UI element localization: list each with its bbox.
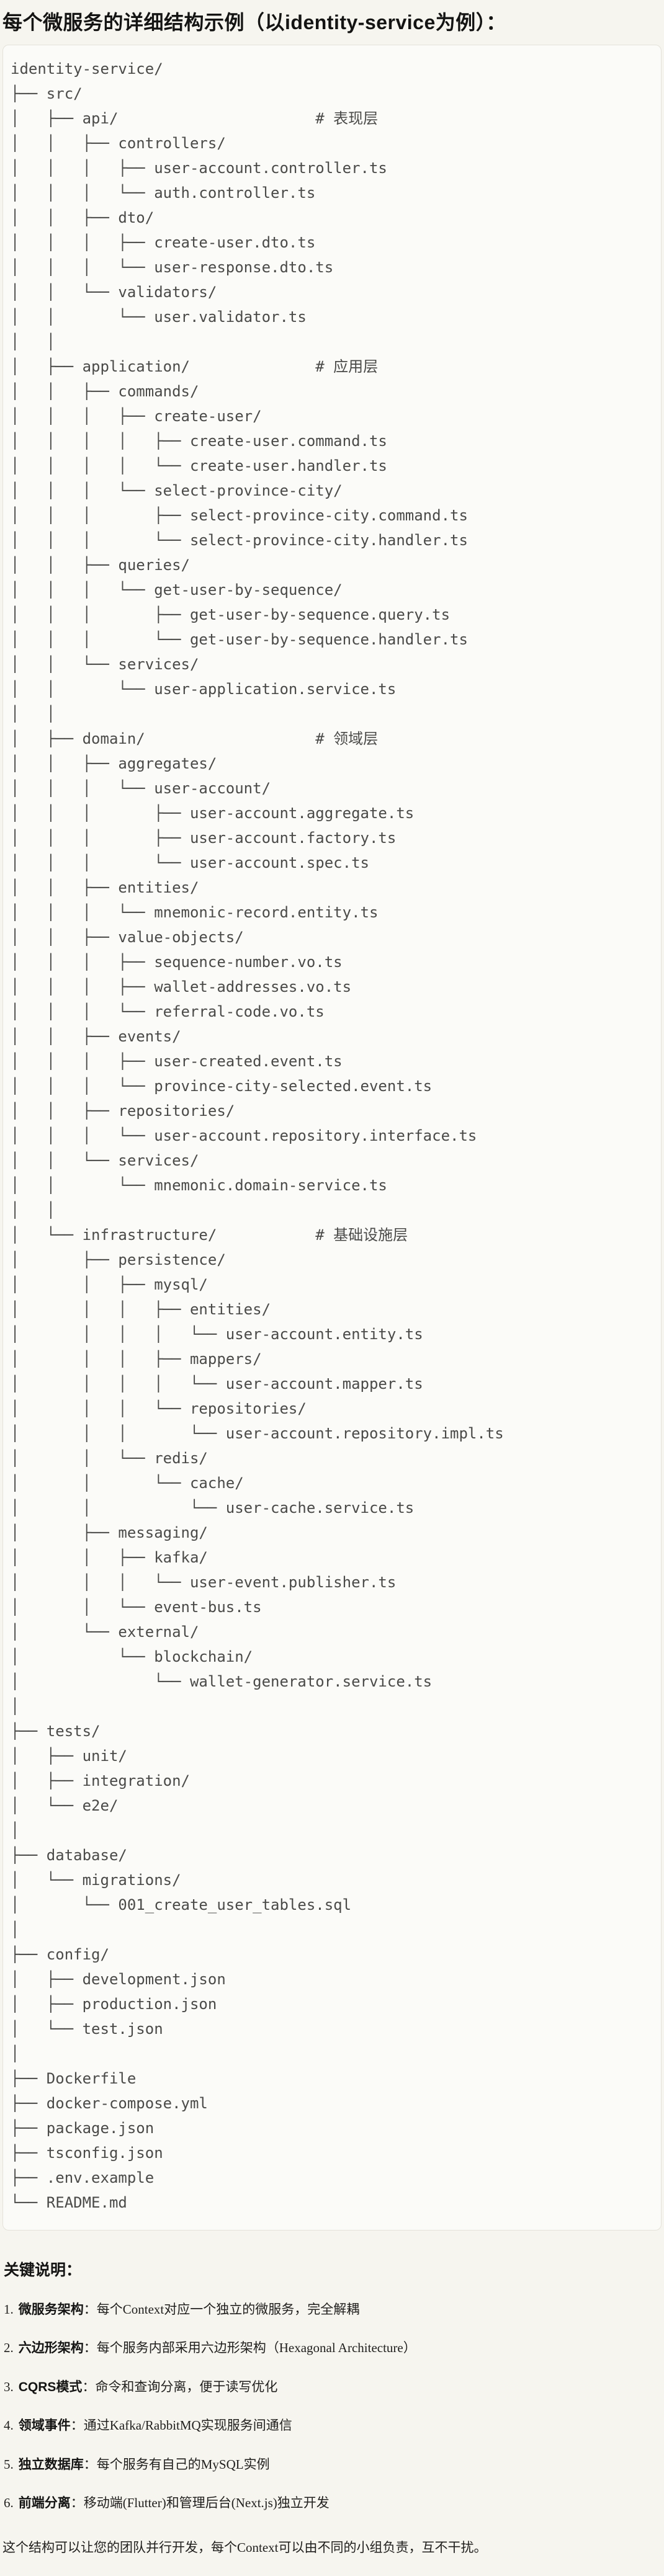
note-item: 6. 前端分离：移动端(Flutter)和管理后台(Next.js)独立开发 — [4, 2494, 662, 2513]
note-item-text: 通过Kafka/RabbitMQ实现服务间通信 — [83, 2418, 292, 2433]
note-item-separator: ： — [82, 2379, 96, 2394]
note-item-text: 每个服务内部采用六边形架构（Hexagonal Architecture） — [96, 2340, 416, 2356]
footer-note: 这个结构可以让您的团队并行开发，每个Context可以由不同的小组负责，互不干扰… — [2, 2539, 487, 2555]
note-item-label: CQRS模式 — [18, 2379, 83, 2394]
note-item-separator: ： — [83, 2302, 97, 2317]
page-title: 每个微服务的详细结构示例（以identity-service为例）： — [2, 11, 506, 33]
note-item: 5. 独立数据库：每个服务有自己的MySQL实例 — [4, 2455, 662, 2474]
note-item: 1. 微服务架构：每个Context对应一个独立的微服务，完全解耦 — [4, 2300, 662, 2319]
notes-heading: 关键说明： — [4, 2262, 82, 2279]
note-item-separator: ： — [83, 2456, 97, 2472]
notes-list: 1.微服务架构：每个Context对应一个独立的微服务，完全解耦 2.六边形架构… — [2, 2300, 662, 2513]
note-item-number: 5. — [4, 2456, 14, 2472]
note-item: 3. CQRS模式：命令和查询分离，便于读写优化 — [4, 2378, 662, 2397]
note-item-text: 每个服务有自己的MySQL实例 — [96, 2456, 270, 2472]
note-item-label: 独立数据库 — [18, 2457, 84, 2472]
note-item-text: 命令和查询分离，便于读写优化 — [95, 2379, 278, 2394]
note-item-number: 3. — [4, 2379, 14, 2394]
note-item-number: 1. — [4, 2302, 14, 2317]
directory-tree: identity-service/ ├── src/ │ ├── api/ # … — [11, 60, 504, 2211]
note-item-separator: ： — [70, 2418, 84, 2433]
note-item-number: 2. — [4, 2340, 14, 2356]
note-item-number: 6. — [4, 2495, 14, 2511]
note-item-label: 六边形架构 — [18, 2341, 84, 2356]
note-item-separator: ： — [70, 2495, 84, 2511]
note-item-label: 前端分离 — [18, 2496, 71, 2511]
code-block: identity-service/ ├── src/ │ ├── api/ # … — [2, 45, 662, 2231]
note-item-text: 每个Context对应一个独立的微服务，完全解耦 — [96, 2302, 360, 2317]
note-item-number: 4. — [4, 2418, 14, 2433]
note-item: 4. 领域事件：通过Kafka/RabbitMQ实现服务间通信 — [4, 2416, 662, 2435]
note-item-label: 领域事件 — [18, 2418, 71, 2433]
note-item-label: 微服务架构 — [18, 2302, 84, 2317]
note-item-text: 移动端(Flutter)和管理后台(Next.js)独立开发 — [83, 2495, 330, 2511]
note-item: 2. 六边形架构：每个服务内部采用六边形架构（Hexagonal Architec… — [4, 2338, 662, 2358]
note-item-separator: ： — [83, 2340, 97, 2356]
